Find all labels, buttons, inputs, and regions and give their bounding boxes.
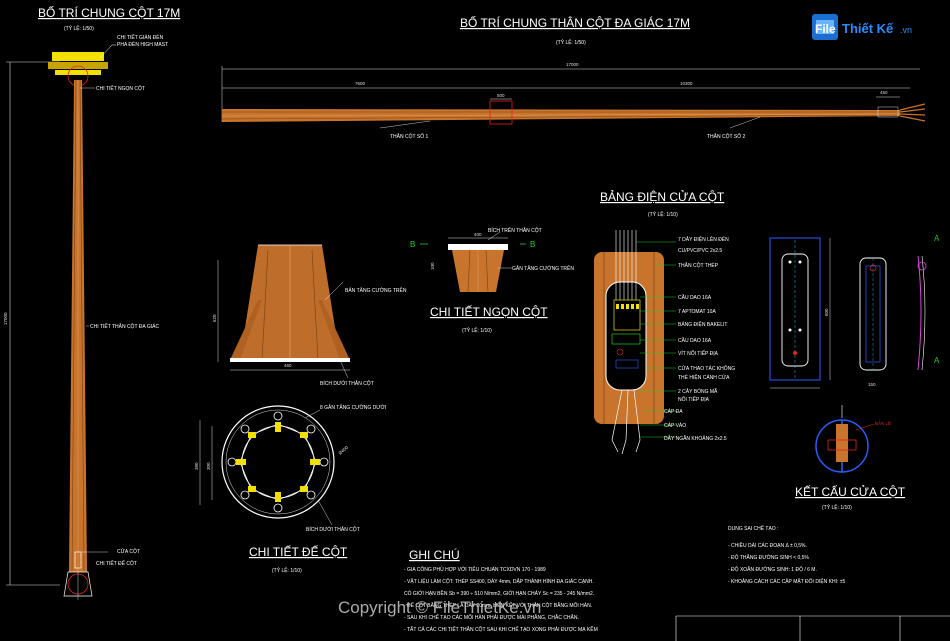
base-label: CHI TIẾT ĐẾ CỘT [96,560,137,567]
plate-bottom-label: BÍCH DƯỚI THÂN CỘT [320,380,374,387]
base-detail-title: CHI TIẾT ĐẾ CỘT [249,544,348,559]
shaft-len1-dim: 7600 [355,81,366,86]
shaft-len2-dim: 10300 [680,81,693,86]
top-section-right: B [530,240,535,249]
panel-label-12: CÁP ĐA [664,408,683,415]
door-section-top: A [934,234,940,243]
note-1: - VẬT LIỆU LÀM CỘT: THÉP SS400, DÀY 4mm,… [404,577,594,585]
base-dim-1: 380 [194,462,199,470]
filethietke-logo: File Thiết Kế .vn [812,14,912,40]
top-detail: 400 100 B B BÍCH TRÊN THÂN CỘT GÂN TĂNG … [410,226,574,334]
note-2: CÓ GIỚI HẠN BỀN Sb = 390 ÷ 510 N/mm2, GI… [404,590,594,597]
base-dia-label: Ø400 [337,445,349,456]
door-section-bottom: A [934,356,940,365]
door-label: CỬA CỘT [117,548,140,555]
base-detail-scale: (TỶ LỆ: 1/10) [272,566,302,574]
panel-label-13: CÁP VÀO [664,422,686,429]
shaft-layout-scale: (TỶ LỆ: 1/50) [556,38,586,46]
tolerance-1: - ĐỘ THẲNG ĐƯỜNG SINH < 0,5% [728,554,809,561]
notes: GHI CHÚ - GIA CÔNG PHÙ HỢP VỚI TIÊU CHUẨ… [404,547,598,633]
door-width-dim: 150 [868,382,876,387]
door-panel-title: BẢNG ĐIỆN CỬA CỘT [600,189,725,204]
top-detail-title: CHI TIẾT NGỌN CỘT [430,304,548,319]
shaft-section1-label: THÂN CỘT SỐ 1 [390,133,428,140]
panel-label-4: 7 APTOMAT 10A [678,309,716,315]
top-side-dim: 100 [430,262,435,270]
top-detail-scale: (TỶ LỆ: 1/10) [462,326,492,334]
top-dim: 400 [474,232,482,237]
tolerance-3: - KHOẢNG CÁCH CÁC CẶP MẶT ĐỐI DIỆN KHI: … [728,577,846,585]
shaft-section2-label: THÂN CỘT SỐ 2 [707,133,745,140]
panel-label-8: CỬA THAO TÁC KHÔNG [678,365,735,372]
pole-height-dim: 17000 [3,312,8,325]
top-rib-label: GÂN TĂNG CƯỜNG TRÊN [512,264,574,272]
pole-layout: BỐ TRÍ CHUNG CỘT 17M (TỶ LỆ: 1/50) 17000… [3,5,180,600]
lamp-label-2: PHA ĐÈN HIGH MAST [117,41,168,48]
shaft-label: CHI TIẾT THÂN CỘT ĐA GIÁC [90,323,159,330]
top-label: CHI TIẾT NGỌN CỘT [96,85,145,92]
note-4: - SAU KHI CHẾ TẠO CÁC MỐI HÀN PHẢI ĐƯỢC … [404,613,579,621]
top-flange-label: BÍCH TRÊN THÂN CỘT [488,226,542,234]
note-3: - ĐẾ CỘT BẰNG THÉP LÁ DÀY 20mm, LIÊN KẾT… [404,601,592,609]
plate-height-dim: 620 [212,314,217,322]
shaft-layout-title: BỐ TRÍ CHUNG THÂN CỘT ĐA GIÁC 17M [460,15,690,30]
door-panel: BẢNG ĐIỆN CỬA CỘT (TỶ LỆ: 1/10) [594,189,735,455]
door-lock-label: BẢN LỀ [875,420,891,426]
note-0: - GIA CÔNG PHÙ HỢP VỚI TIÊU CHUẨN TCXDVN… [404,565,546,573]
door-structure-title: KẾT CẤU CỬA CỘT [795,484,906,499]
plate-width-dim: 460 [284,363,292,368]
panel-label-0: 7 DÂY ĐIỆN LÊN ĐÈN [678,235,729,243]
pole-base [63,571,93,597]
shaft-tip-dim: 450 [880,90,888,95]
top-section-left: B [410,240,415,249]
panel-label-7: VÍT NỐI TIẾP ĐỊA [678,350,719,357]
shaft-joint-mark [489,100,513,125]
plate-side-view: 620 460 BẢN TĂNG CƯỜNG TRÊN BÍCH DƯỚI TH… [212,244,407,387]
base-rib-label: 8 GÂN TĂNG CƯỜNG DƯỚI [320,404,386,411]
pole-door [74,551,82,569]
panel-label-5: BẢNG ĐIỆN BAKELIT [678,320,727,328]
shaft-joint-dim: 500 [497,93,505,98]
panel-label-3: CẦU DAO 16A [678,294,712,301]
base-dim-2: 300 [206,462,211,470]
tolerance-2: - ĐỘ XOẮN ĐƯỜNG SINH: 1 ĐỘ / 6 M. [728,565,817,573]
door-panel-scale: (TỶ LỆ: 1/10) [648,210,678,218]
door-height-dim: 600 [824,308,829,316]
panel-label-2: THÂN CỘT THÉP [678,262,719,269]
shaft-layout: BỐ TRÍ CHUNG THÂN CỘT ĐA GIÁC 17M (TỶ LỆ… [221,15,926,140]
panel-label-1: CU/PVC/PVC 2x2.5 [678,248,722,254]
pole-layout-scale: (TỶ LỆ: 1/50) [64,24,94,32]
logo-text-a: File [815,22,836,36]
plate-rib-label: BẢN TĂNG CƯỜNG TRÊN [345,286,407,294]
copyright-watermark: Copyright © FileThietKe.vn [338,598,542,617]
panel-label-14: DÂY NGẮN KHOẢNG 2x2.5 [664,434,727,442]
notes-title: GHI CHÚ [409,547,460,562]
logo-text-b: Thiết Kế [842,21,894,36]
door-structure: 600 150 A A BẢN LỀ KẾT CẤU CỬA CỘT (TỶ L… [769,234,940,511]
panel-label-10: 2 CÂY BÓNG MÃ [678,388,718,395]
base-flange-label: BÍCH DƯỚI THÂN CỘT [306,526,360,533]
tolerance-0: - CHIỀU DÀI CÁC ĐOẠN Δ ± 0,5%. [728,542,807,549]
note-5: - TẤT CẢ CÁC CHI TIẾT THÂN CỘT SAU KHI C… [404,626,598,633]
title-block [675,615,950,641]
lamp-label: CHI TIẾT GIÀN ĐÈN [117,34,164,41]
door-structure-scale: (TỶ LỆ: 1/10) [822,503,852,511]
pole-layout-title: BỐ TRÍ CHUNG CỘT 17M [38,5,180,20]
panel-label-11: NỐI TIẾP ĐỊA [678,396,710,403]
tolerances: DUNG SAI CHẾ TẠO : - CHIỀU DÀI CÁC ĐOẠN … [728,525,846,585]
base-detail: 380 300 8 GÂN TĂNG CƯỜNG DƯỚI Ø400 BÍCH … [194,404,386,574]
panel-label-9: THỂ HIỆN CÁNH CỬA [678,373,730,381]
logo-text-c: .vn [900,25,912,35]
tolerance-heading: DUNG SAI CHẾ TẠO : [728,525,778,532]
shaft-total-dim: 17000 [566,62,579,67]
panel-label-6: CẦU DAO 16A [678,337,712,344]
